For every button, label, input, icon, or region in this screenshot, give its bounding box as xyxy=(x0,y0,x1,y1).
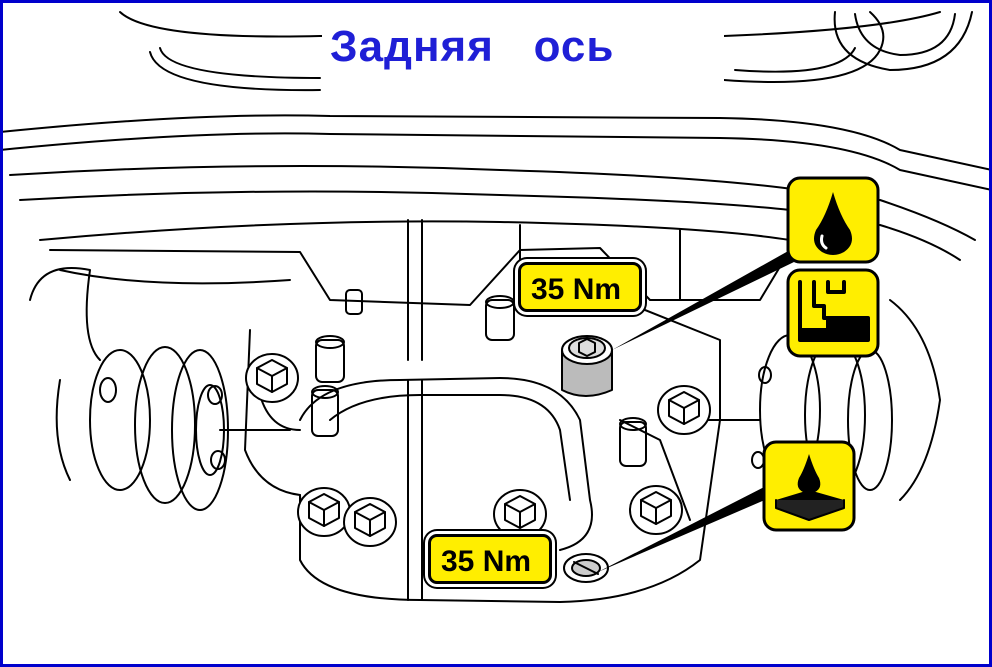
title-backdrop xyxy=(322,10,724,112)
torque-label-drain-plug: 35 Nm xyxy=(428,534,552,584)
body-panels xyxy=(0,11,992,261)
callout-pointers xyxy=(598,250,794,572)
fill-plug xyxy=(561,335,613,397)
left-hub xyxy=(29,267,291,511)
torque-label-fill-plug: 35 Nm xyxy=(518,262,642,312)
oil-level-icon xyxy=(786,268,880,358)
cross-member xyxy=(49,219,791,361)
drain-plug xyxy=(563,553,609,583)
hex-bolts xyxy=(245,353,711,547)
oil-drop-icon xyxy=(786,176,880,264)
diagram-title: Задняя ось xyxy=(330,22,615,71)
oil-drain-icon xyxy=(762,440,856,532)
mounting-pins xyxy=(311,289,647,467)
